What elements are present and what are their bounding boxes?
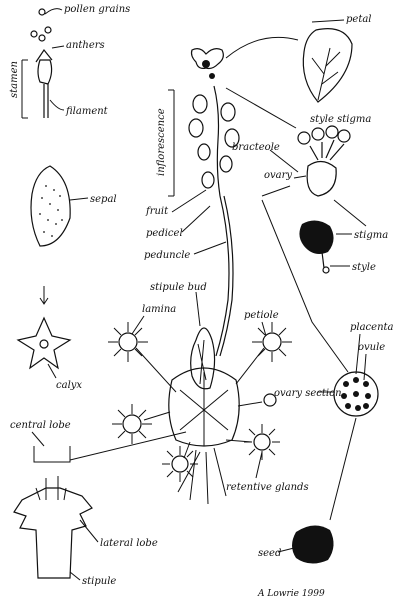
rosette-drawing — [108, 322, 292, 505]
label-style: style — [352, 262, 376, 273]
label-ovary: ovary — [264, 170, 292, 181]
label-ovary-section: ovary section — [274, 388, 342, 399]
label-calyx: calyx — [56, 380, 82, 391]
label-stigma: stigma — [354, 230, 388, 241]
petal-drawing — [302, 28, 353, 103]
label-lamina: lamina — [142, 304, 176, 315]
seed-drawing — [292, 525, 334, 564]
label-retentive-glands: retentive glands — [226, 482, 309, 493]
label-placenta: placenta — [350, 322, 394, 333]
label-stamen: stamen — [9, 61, 20, 98]
stamen-drawing — [30, 8, 53, 118]
label-stipule: stipule — [82, 576, 116, 587]
label-central-lobe: central lobe — [10, 420, 71, 431]
label-bracteole: bracteole — [232, 142, 280, 153]
label-pollen-grains: pollen grains — [64, 4, 130, 15]
label-ovule: ovule — [358, 342, 385, 353]
label-sepal: sepal — [90, 194, 117, 205]
artist-signature: A Lowrie 1999 — [257, 589, 325, 599]
sepal-drawing — [30, 165, 71, 247]
label-pedicel: pedicel — [146, 228, 183, 239]
label-style-stigma: style stigma — [310, 114, 371, 125]
stigma-drawing — [299, 220, 334, 274]
label-peduncle: peduncle — [144, 250, 190, 261]
label-petiole: petiole — [244, 310, 279, 321]
calyx-drawing — [16, 286, 72, 370]
label-fruit: fruit — [145, 206, 169, 217]
stipule-drawing — [13, 446, 93, 579]
label-lateral-lobe: lateral lobe — [100, 538, 158, 549]
label-seed: seed — [258, 548, 281, 559]
inflorescence-drawing — [188, 48, 240, 357]
ovary-drawing — [297, 125, 351, 197]
label-stipule-bud: stipule bud — [150, 282, 207, 293]
ovary-section-drawing — [333, 371, 379, 417]
label-petal: petal — [346, 14, 372, 25]
label-filament: filament — [65, 106, 109, 117]
label-anthers: anthers — [66, 40, 105, 51]
label-inflorescence: inflorescence — [156, 108, 167, 176]
